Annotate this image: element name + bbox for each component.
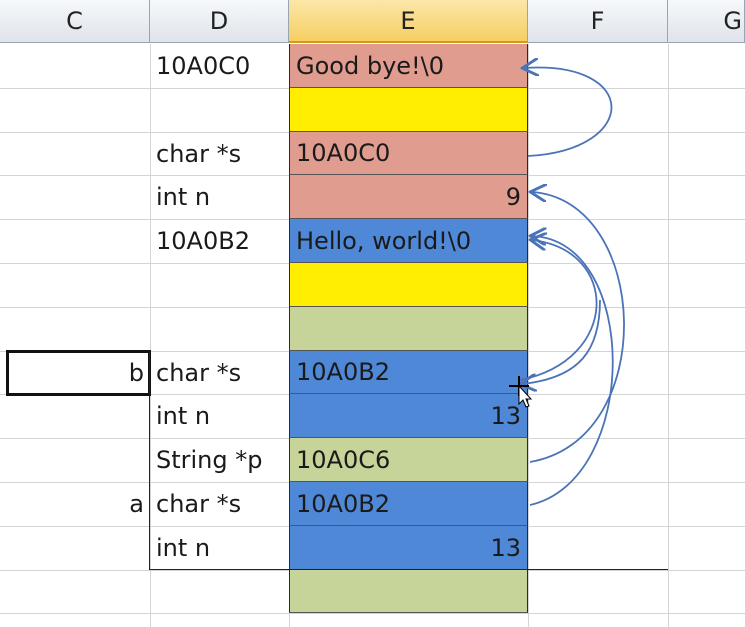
column-gridline <box>668 44 669 627</box>
column-header-label: G <box>723 7 742 35</box>
cell-e[interactable] <box>289 263 528 307</box>
table-bottom-border <box>150 569 668 570</box>
move-cursor-icon <box>509 376 533 408</box>
column-header-label: C <box>66 7 83 35</box>
pointer-arrow-hello-from-a <box>530 236 614 506</box>
column-header-row: C D E F G <box>0 0 745 44</box>
cell-d[interactable]: int n <box>156 183 211 211</box>
cell-e[interactable] <box>289 88 528 132</box>
cell-c[interactable]: a <box>129 490 144 518</box>
cell-d[interactable]: 10A0C0 <box>156 52 251 80</box>
cell-d[interactable]: char *s <box>156 139 242 168</box>
spreadsheet-grid[interactable]: 10A0C0 Good bye!\0 char *s 10A0C0 int n 9 10A0… <box>0 44 745 627</box>
column-gridline <box>528 44 529 627</box>
table-left-border <box>149 351 150 570</box>
pointer-arrow-b <box>522 299 601 384</box>
cell-e[interactable]: Good bye!\0 <box>289 44 528 88</box>
cell-e[interactable]: 10A0B2 <box>289 351 528 394</box>
cell-e[interactable]: 10A0C6 <box>289 438 528 482</box>
cell-d[interactable]: 10A0B2 <box>156 227 250 255</box>
cell-e[interactable]: 10A0B2 <box>289 482 528 526</box>
pointer-arrow-int-n-9 <box>530 192 625 463</box>
cell-d[interactable]: char *s <box>156 358 242 387</box>
cell-e[interactable]: 13 <box>289 526 528 570</box>
cell-e[interactable]: 10A0C0 <box>289 132 528 175</box>
column-header-label: F <box>590 7 605 35</box>
cell-d[interactable]: char *s <box>156 490 242 518</box>
cell-c[interactable]: b <box>128 358 144 387</box>
row-gridline <box>0 613 745 614</box>
pointer-arrow-hello-from-b <box>519 240 598 381</box>
column-gridline <box>150 44 151 627</box>
cell-e[interactable]: Hello, world!\0 <box>289 219 528 263</box>
column-header-f[interactable]: F <box>528 0 668 43</box>
cell-d[interactable]: String *p <box>156 446 263 474</box>
cell-e[interactable]: 9 <box>289 175 528 219</box>
cell-e[interactable]: 13 <box>289 394 528 438</box>
cell-e[interactable] <box>289 307 528 351</box>
cell-d[interactable]: int n <box>156 534 211 562</box>
cell-e[interactable] <box>289 570 528 613</box>
column-header-label: E <box>400 6 416 35</box>
column-header-e[interactable]: E <box>289 0 528 43</box>
column-header-d[interactable]: D <box>150 0 289 43</box>
column-header-label: D <box>209 7 229 35</box>
column-header-c[interactable]: C <box>0 0 150 43</box>
pointer-arrow-goodbye <box>524 67 613 157</box>
cell-d[interactable]: int n <box>156 402 211 430</box>
